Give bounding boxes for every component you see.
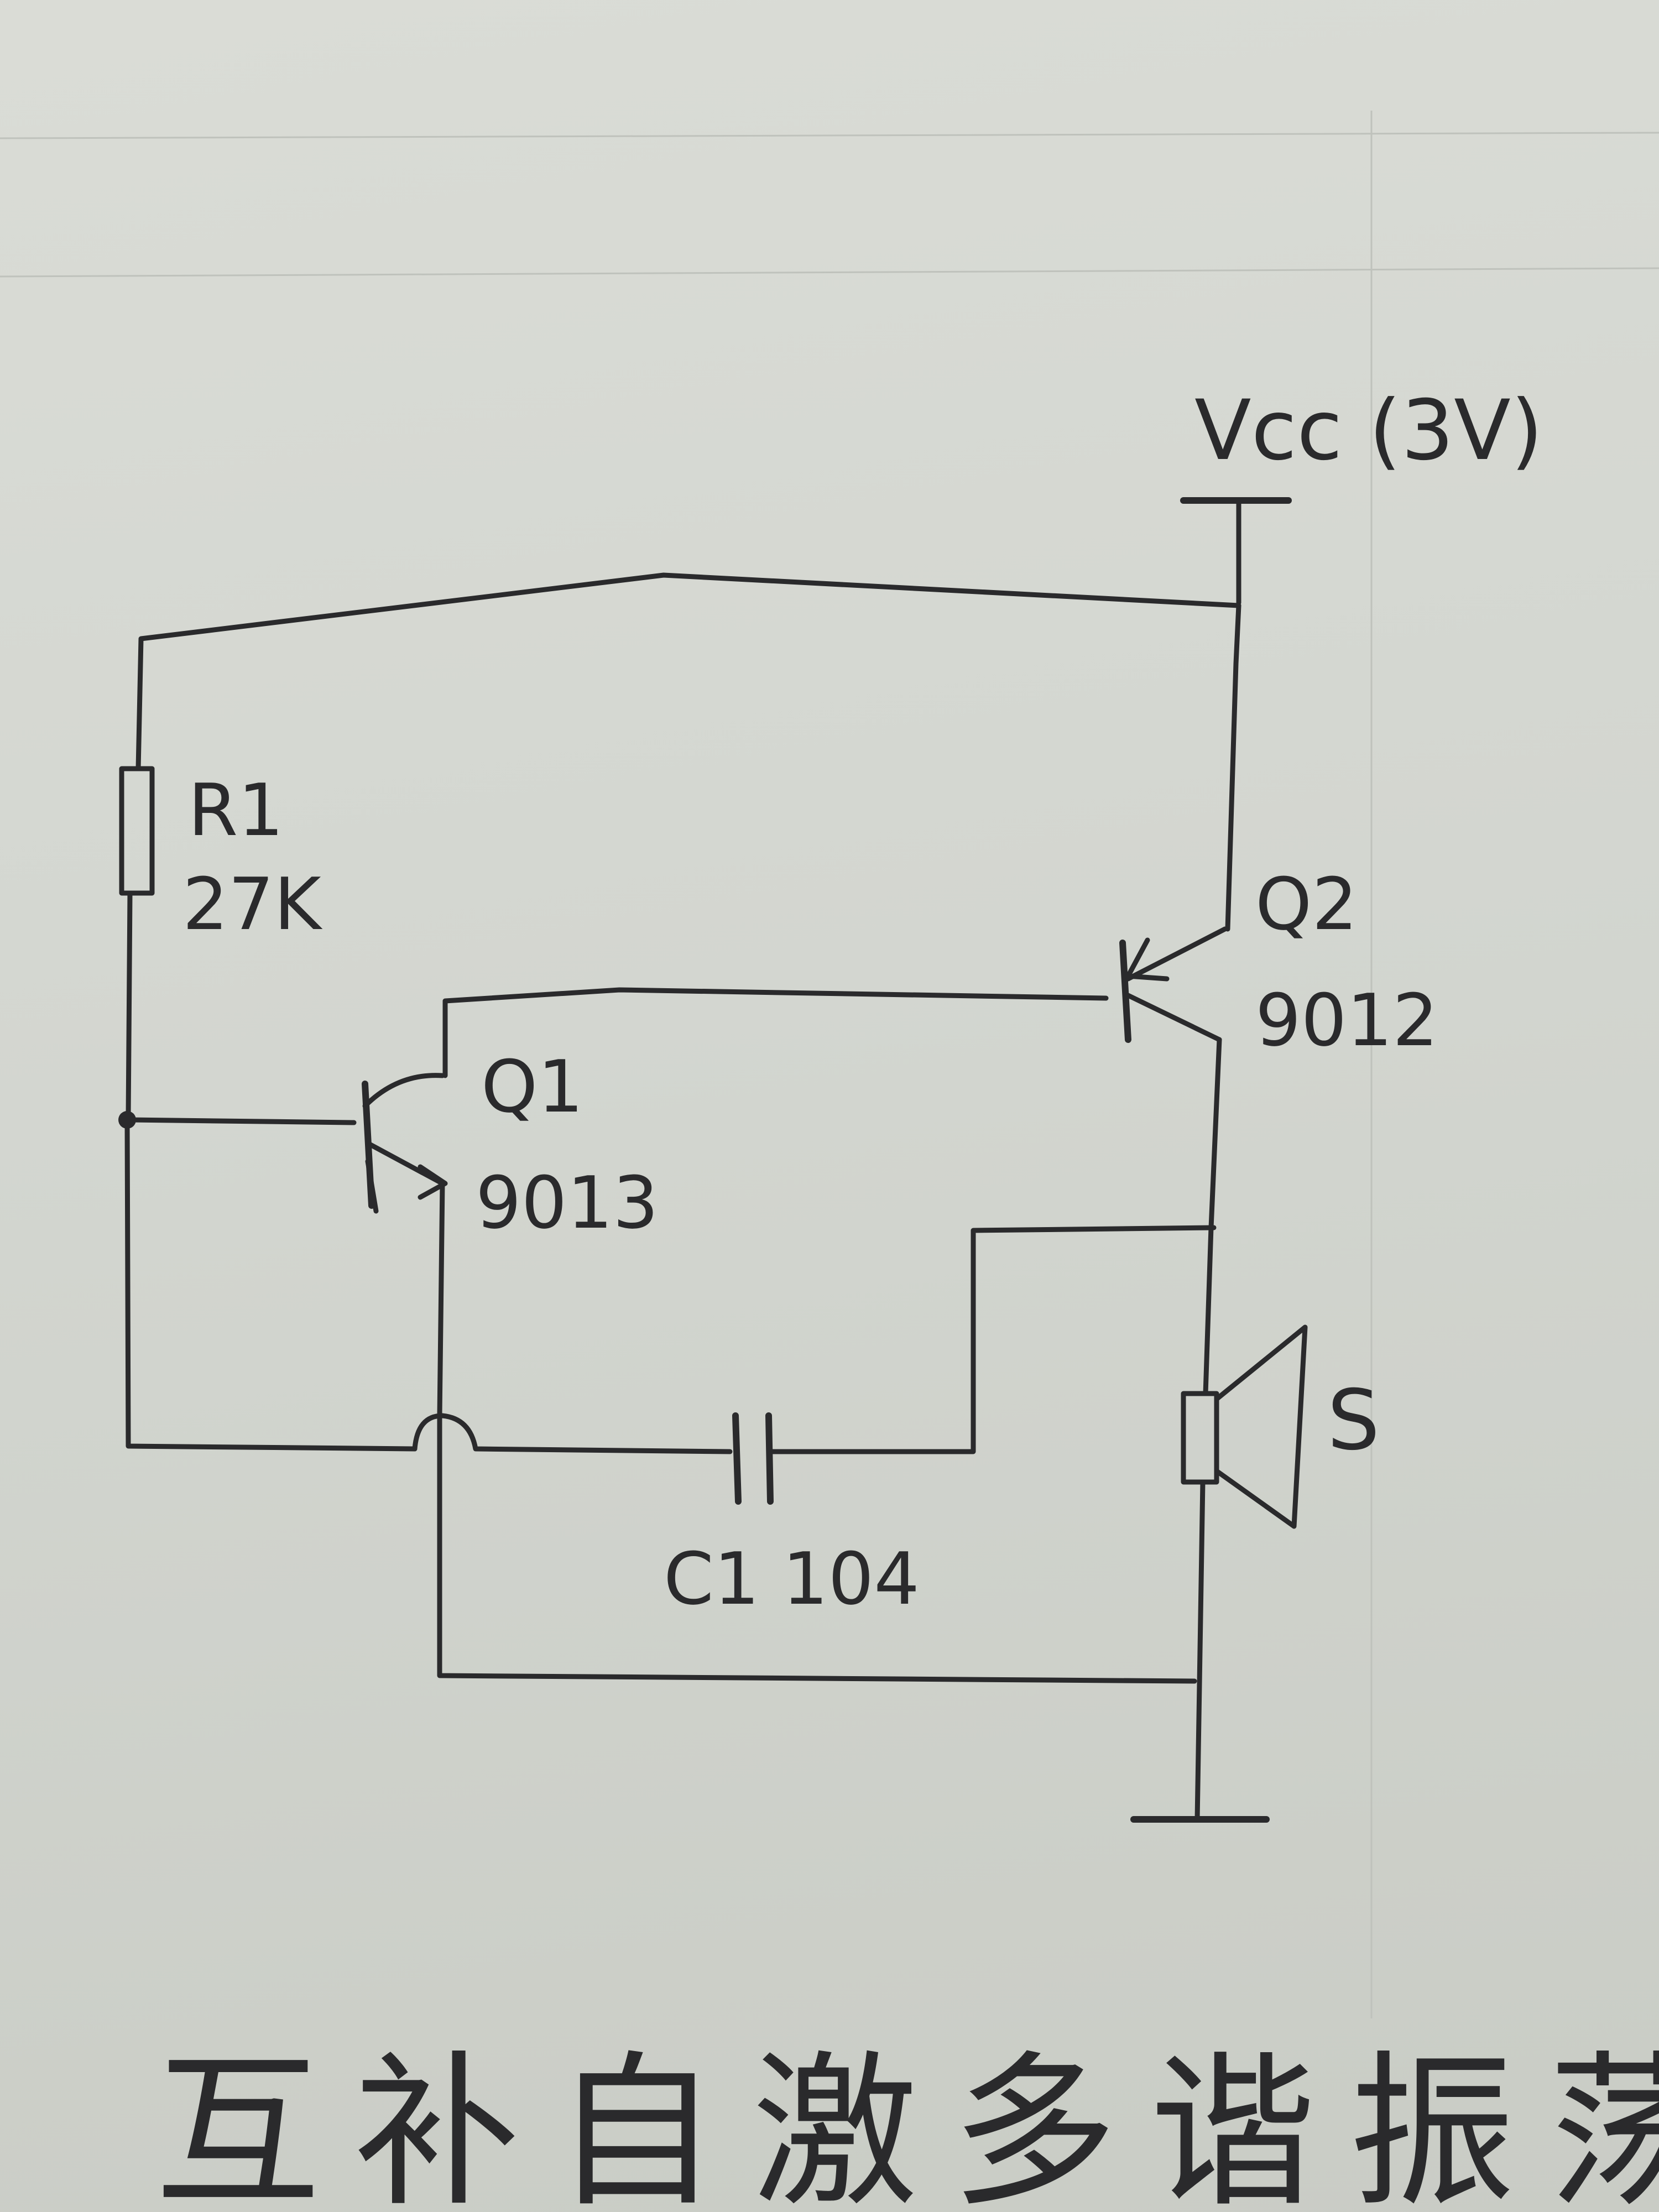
left-vertical-wire: [124, 1117, 418, 1452]
paper-lines: [0, 111, 1659, 2018]
q1-transistor: [362, 1073, 448, 1214]
q1-collector-wire: [442, 987, 1109, 1078]
r1-lower-wire: [126, 890, 133, 1120]
q1-base-wire: [124, 1117, 357, 1125]
ground-wire: [1194, 1479, 1206, 1822]
vcc-label: Vcc (3V): [1194, 383, 1543, 479]
c1-right-wire: [769, 1225, 1217, 1454]
q2-transistor: [1119, 926, 1228, 1043]
r1-resistor: [119, 766, 155, 896]
vcc-terminal: [1180, 497, 1292, 606]
q1-emitter-wire: [437, 1181, 1197, 1684]
q2-collector-wire: [1203, 1037, 1222, 1396]
q2-name-label: Q2: [1255, 862, 1358, 946]
speaker-label: S: [1327, 1373, 1380, 1469]
c1-capacitor: [732, 1412, 774, 1505]
speaker: [1181, 1324, 1308, 1529]
q2-part-label: 9012: [1255, 978, 1438, 1062]
q1-part-label: 9013: [476, 1161, 659, 1245]
r1-name-label: R1: [188, 768, 284, 852]
r1-value-label: 27K: [182, 862, 322, 946]
diagram-caption: 互补自激多谐振荡: [155, 2036, 1659, 2212]
top-wire: [135, 572, 1241, 771]
c1-label: C1 104: [664, 1537, 920, 1621]
wire-crossover: [412, 1413, 733, 1454]
q2-emitter-wire: [1225, 603, 1241, 932]
q1-name-label: Q1: [481, 1045, 583, 1129]
